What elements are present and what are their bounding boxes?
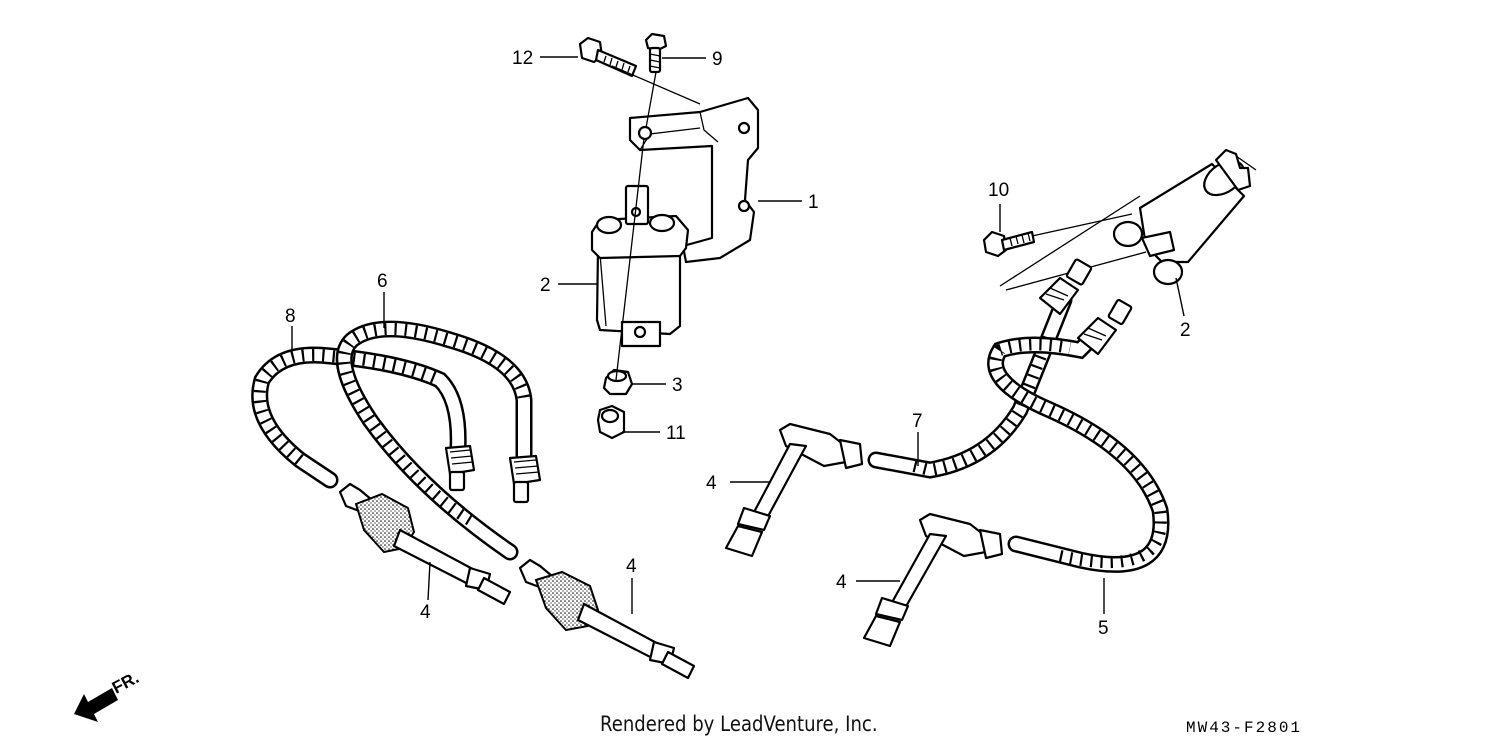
bolt-10-part[interactable] xyxy=(982,230,1036,258)
ignition-coil-right-part[interactable] xyxy=(1112,148,1257,286)
spark-plug-wire-6-part[interactable] xyxy=(335,320,542,561)
callout-4-right-a: 4 xyxy=(706,473,717,494)
callout-4-left-b: 4 xyxy=(626,556,637,577)
collar-part[interactable] xyxy=(602,368,634,396)
nut-part[interactable] xyxy=(596,404,626,440)
callout-5: 5 xyxy=(1098,618,1109,639)
spark-plug-cap-right-a-part[interactable] xyxy=(724,422,864,558)
callout-12: 12 xyxy=(512,48,533,69)
callout-1: 1 xyxy=(808,192,819,213)
callout-2-right: 2 xyxy=(1180,320,1191,341)
callout-2-left: 2 xyxy=(540,275,551,296)
callout-4-right-b: 4 xyxy=(836,572,847,593)
bolt-12-part[interactable] xyxy=(578,36,638,78)
ignition-coil-left-part[interactable] xyxy=(590,184,690,348)
callout-6: 6 xyxy=(377,271,388,292)
callout-7: 7 xyxy=(912,411,923,432)
spark-plug-wire-8-part[interactable] xyxy=(251,346,476,492)
callout-4-left-a: 4 xyxy=(420,602,431,623)
diagram-code: MW43-F2801 xyxy=(1186,719,1303,737)
callout-9: 9 xyxy=(712,49,723,70)
bracket-part[interactable] xyxy=(628,96,760,264)
spark-plug-cap-left-a-part[interactable] xyxy=(338,482,512,606)
callout-3: 3 xyxy=(672,375,683,396)
footer-credit: Rendered by LeadVenture, Inc. xyxy=(600,712,878,736)
front-direction-arrow-icon: FR. xyxy=(74,668,142,722)
spark-plug-cap-right-b-part[interactable] xyxy=(862,512,1004,648)
callout-11: 11 xyxy=(666,423,686,444)
spark-plug-wire-7-part[interactable] xyxy=(867,258,1093,479)
spark-plug-cap-left-b-part[interactable] xyxy=(518,558,696,680)
callout-8: 8 xyxy=(285,306,296,327)
callout-labels: 12 9 1 2 3 11 10 2 6 8 7 4 4 4 4 5 xyxy=(285,48,1191,639)
spark-plug-wire-5-part[interactable] xyxy=(987,298,1170,573)
callout-10: 10 xyxy=(988,180,1009,201)
bolt-9-part[interactable] xyxy=(644,32,668,74)
leader-lines xyxy=(291,56,1185,614)
